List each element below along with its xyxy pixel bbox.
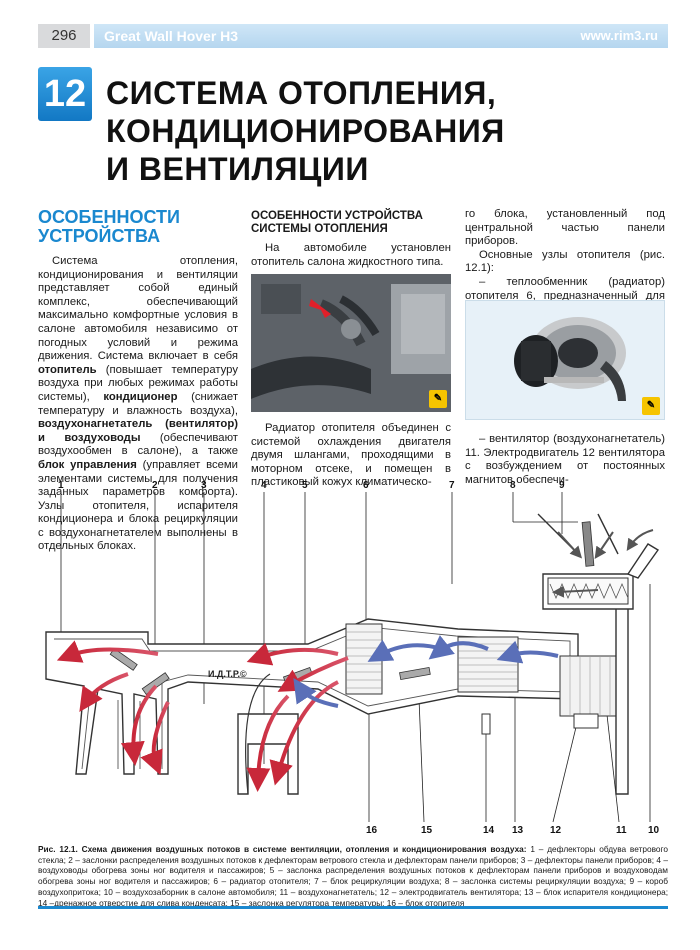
recirculation-flap	[581, 521, 595, 567]
term-conditioner: кондиционер	[103, 390, 178, 403]
column-2-text: Радиатор отопителя объединен с системой …	[251, 422, 451, 490]
distribution-flap-2b	[141, 672, 170, 696]
diagram-label: 14	[483, 825, 495, 836]
section-heading-line: ОСОБЕННОСТИ	[38, 207, 180, 227]
bottom-rule	[38, 906, 668, 909]
section-heading-line: УСТРОЙСТВА	[38, 226, 161, 246]
page-header: 296 Great Wall Hover H3 www.rim3.ru	[38, 24, 668, 48]
blower-fan-illustration	[466, 301, 664, 419]
text-run: (управляет всеми элементами системы для …	[38, 458, 238, 553]
caption-title: Рис. 12.1. Схема движения воздушных пото…	[38, 844, 527, 854]
subsection-heading-line: СИСТЕМЫ ОТОПЛЕНИЯ	[251, 223, 388, 235]
diagram-label: 4	[261, 480, 267, 491]
subsection-heading: ОСОБЕННОСТИ УСТРОЙСТВА СИСТЕМЫ ОТОПЛЕНИЯ	[251, 210, 451, 236]
chapter-title: СИСТЕМА ОТОПЛЕНИЯ, КОНДИЦИОНИРОВАНИЯ И В…	[106, 74, 666, 188]
section-heading: ОСОБЕННОСТИ УСТРОЙСТВА	[38, 208, 238, 246]
wrench-badge-icon: ✎	[429, 390, 447, 408]
fan-motor	[573, 713, 599, 729]
diagram-label: 12	[550, 825, 562, 836]
airflow-diagram: 1 2 3 4 5 6 7 8 9 16 15 14 13 12 11 10	[38, 474, 668, 840]
text-run: Система отопления, кондиционирования и в…	[38, 255, 238, 363]
evaporator	[457, 636, 519, 693]
column-1-text: Система отопления, кондиционирования и в…	[38, 255, 238, 554]
caption-text: 1 – дефлекторы обдува ветрового стекла; …	[38, 844, 668, 908]
page-number: 296	[38, 24, 90, 48]
chapter-title-line: КОНДИЦИОНИРОВАНИЯ	[106, 113, 505, 149]
diagram-label: 5	[302, 480, 308, 491]
term-blower: воздухонагнетатель (вентилятор) и воздух…	[38, 418, 238, 444]
diagram-label: 6	[363, 480, 369, 491]
airflow-schematic: 1 2 3 4 5 6 7 8 9 16 15 14 13 12 11 10	[45, 480, 660, 836]
site-url: www.rim3.ru	[580, 28, 658, 43]
diagram-label: 13	[512, 825, 524, 836]
text-run: (снижает температуру и влажность воздуха…	[38, 390, 238, 417]
temperature-flap-15	[399, 666, 431, 681]
diagram-label: 15	[421, 825, 433, 836]
paragraph: На автомобиле установлен отопитель салон…	[251, 242, 451, 268]
term-heater: отопитель	[38, 363, 97, 376]
diagram-label: 1	[58, 480, 64, 491]
diagram-label: 16	[366, 825, 378, 836]
text-run: (повышает температуру воздуха при любых …	[38, 363, 238, 403]
chapter-number: 12	[38, 67, 92, 121]
diagram-label: 3	[201, 480, 207, 491]
paragraph: Основные узлы отопителя (рис. 12.1):	[465, 248, 665, 275]
column-3-bottom-text: – вентилятор (воздухонагнетатель) 11. Эл…	[465, 433, 665, 487]
column-2-intro: На автомобиле установлен отопитель салон…	[251, 242, 451, 269]
drain-hole	[481, 713, 491, 735]
blower-fan-photo: ✎	[465, 300, 665, 420]
diagram-watermark: И.Д.Т.Р.©	[208, 669, 247, 679]
subsection-heading-line: ОСОБЕННОСТИ УСТРОЙСТВА	[251, 210, 423, 222]
book-title: Great Wall Hover H3	[104, 28, 239, 44]
diagram-label: 8	[510, 480, 516, 491]
header-band: Great Wall Hover H3 www.rim3.ru	[94, 24, 668, 48]
diagram-label: 9	[559, 480, 565, 491]
diagram-label: 10	[648, 825, 660, 836]
diagram-label: 11	[616, 825, 627, 836]
chapter-title-line: СИСТЕМА ОТОПЛЕНИЯ,	[106, 75, 497, 111]
chapter-title-line: И ВЕНТИЛЯЦИИ	[106, 151, 369, 187]
paragraph: Радиатор отопителя объединен с системой …	[251, 422, 451, 489]
term-control-unit: блок управления	[38, 458, 137, 471]
heater-radiator	[345, 623, 383, 695]
paragraph: Система отопления, кондиционирования и в…	[38, 255, 238, 554]
blower-housing	[559, 655, 619, 717]
diagram-label: 2	[152, 480, 158, 491]
wrench-badge-icon: ✎	[642, 397, 660, 415]
text-run: (обеспечивают воздухообмен в салоне), а …	[38, 431, 238, 458]
diagram-label: 7	[449, 480, 455, 491]
engine-bay-illustration	[251, 274, 451, 412]
figure-caption: Рис. 12.1. Схема движения воздушных пото…	[38, 844, 668, 908]
paragraph: – вентилятор (воздухонагнетатель) 11. Эл…	[465, 433, 665, 486]
paragraph: го блока, установленный под центральной …	[465, 208, 665, 248]
engine-bay-photo: ✎	[251, 274, 451, 412]
